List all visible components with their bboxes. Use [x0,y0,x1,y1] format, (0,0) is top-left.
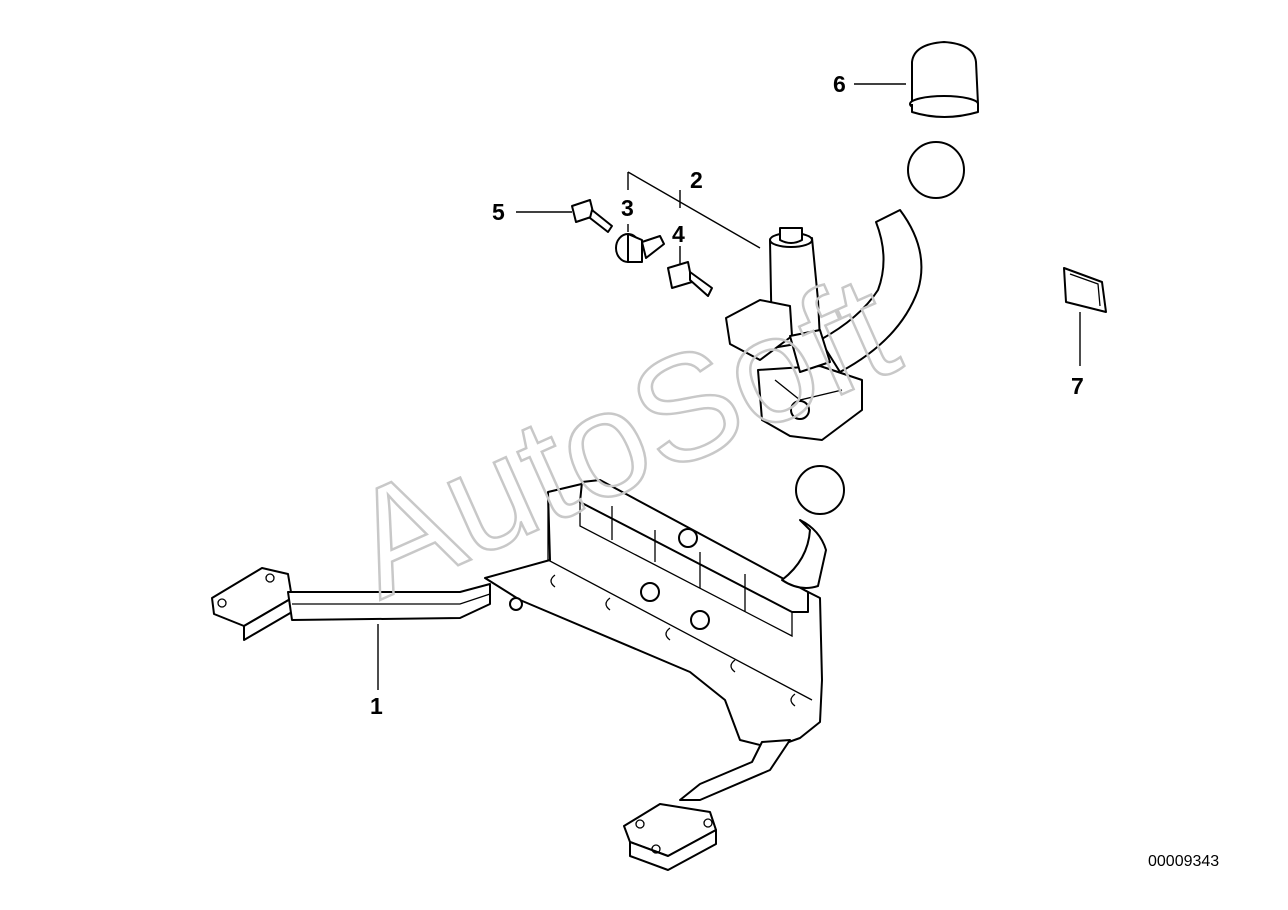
callout-2: 2 [690,167,703,193]
lock-cylinder-part[interactable] [615,233,665,263]
label-plate-part[interactable] [1063,267,1107,313]
callout-3: 3 [621,195,634,221]
leader-lines [377,83,1081,690]
callout-4: 4 [672,221,685,247]
key-part-5[interactable] [571,199,613,233]
tow-bar-frame-part[interactable] [211,465,845,871]
key-part-4[interactable] [667,261,713,297]
tow-ball-coupling-part[interactable] [725,141,965,441]
callout-5: 5 [492,199,505,225]
document-number: 00009343 [1148,853,1219,870]
callout-1: 1 [370,693,383,719]
callout-7: 7 [1071,373,1084,399]
callout-6: 6 [833,71,846,97]
protective-cap-part[interactable] [909,41,979,118]
